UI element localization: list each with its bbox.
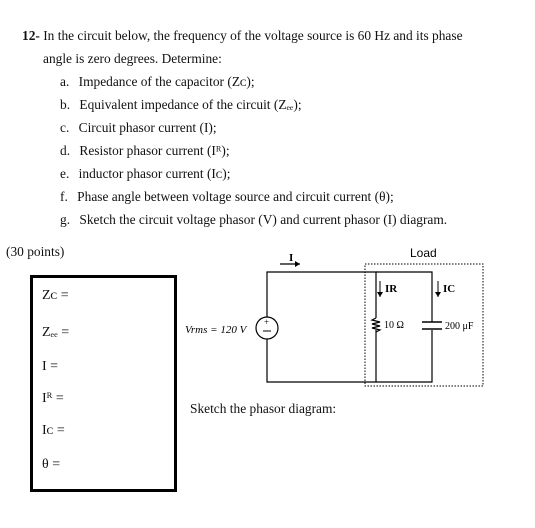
question-line-2: angle is zero degrees. Determine: (43, 51, 222, 66)
current-arrowhead (295, 261, 300, 267)
item-letter: b. (60, 97, 71, 112)
item-text: Phase angle between voltage source and c… (77, 189, 394, 204)
top-wire (266, 271, 377, 318)
top-wire-right (376, 271, 433, 322)
question-header: 12- In the circuit below, the frequency … (22, 28, 463, 44)
ir-arrowhead (377, 292, 383, 297)
bottom-wire-right (376, 330, 433, 383)
item-letter: d. (60, 143, 71, 158)
question-line-1: In the circuit below, the frequency of t… (43, 28, 463, 43)
item-text: Equivalent impedance of the circuit (Zₑₑ… (79, 97, 302, 112)
resistor-value: 10 Ω (384, 320, 404, 331)
item-e: e. inductor phasor current (Iᴄ); (60, 166, 230, 182)
item-letter: a. (60, 74, 70, 89)
item-c: c. Circuit phasor current (I); (60, 120, 217, 136)
answer-ir: Iᴿ = (42, 391, 64, 406)
voltage-source-circle (255, 316, 279, 340)
points-label: (30 points) (6, 244, 65, 259)
sketch-prompt: Sketch the phasor diagram: (190, 401, 337, 416)
bottom-wire (266, 330, 377, 383)
answer-ic: Iᴄ = (42, 423, 65, 438)
answer-zeq: Zₑₑ = (42, 325, 70, 340)
item-a: a. Impedance of the capacitor (Zᴄ); (60, 74, 255, 90)
item-text: Impedance of the capacitor (Zᴄ); (78, 74, 255, 89)
item-letter: f. (60, 189, 68, 204)
item-text: Circuit phasor current (I); (78, 120, 217, 135)
answer-i: I = (42, 359, 59, 374)
source-label: Vrms = 120 V (185, 324, 248, 336)
item-d: d. Resistor phasor current (Iᴿ); (60, 143, 230, 159)
capacitor-value: 200 μF (445, 321, 474, 332)
item-g: g. Sketch the circuit voltage phasor (V)… (60, 212, 447, 228)
load-label: Load (410, 246, 437, 260)
item-text: inductor phasor current (Iᴄ); (78, 166, 231, 181)
item-letter: g. (60, 212, 71, 227)
answer-zc: Zᴄ = (42, 288, 69, 303)
ic-label: IC (443, 283, 455, 295)
item-f: f. Phase angle between voltage source an… (60, 189, 394, 205)
circuit-wires (266, 271, 433, 383)
item-letter: c. (60, 120, 70, 135)
item-text: Resistor phasor current (Iᴿ); (79, 143, 230, 158)
item-text: Sketch the circuit voltage phasor (V) an… (79, 212, 448, 227)
item-letter: e. (60, 166, 70, 181)
source-plus-sign: + (264, 317, 269, 327)
resistor-symbol (370, 317, 382, 333)
current-label: I (289, 252, 293, 264)
item-b: b. Equivalent impedance of the circuit (… (60, 97, 302, 113)
answer-theta: θ = (42, 457, 61, 472)
ic-arrowhead (435, 292, 441, 297)
question-number: 12- (22, 28, 40, 43)
ir-label: IR (385, 283, 398, 295)
answer-box: Zᴄ = Zₑₑ = I = Iᴿ = Iᴄ = θ = (30, 275, 177, 492)
